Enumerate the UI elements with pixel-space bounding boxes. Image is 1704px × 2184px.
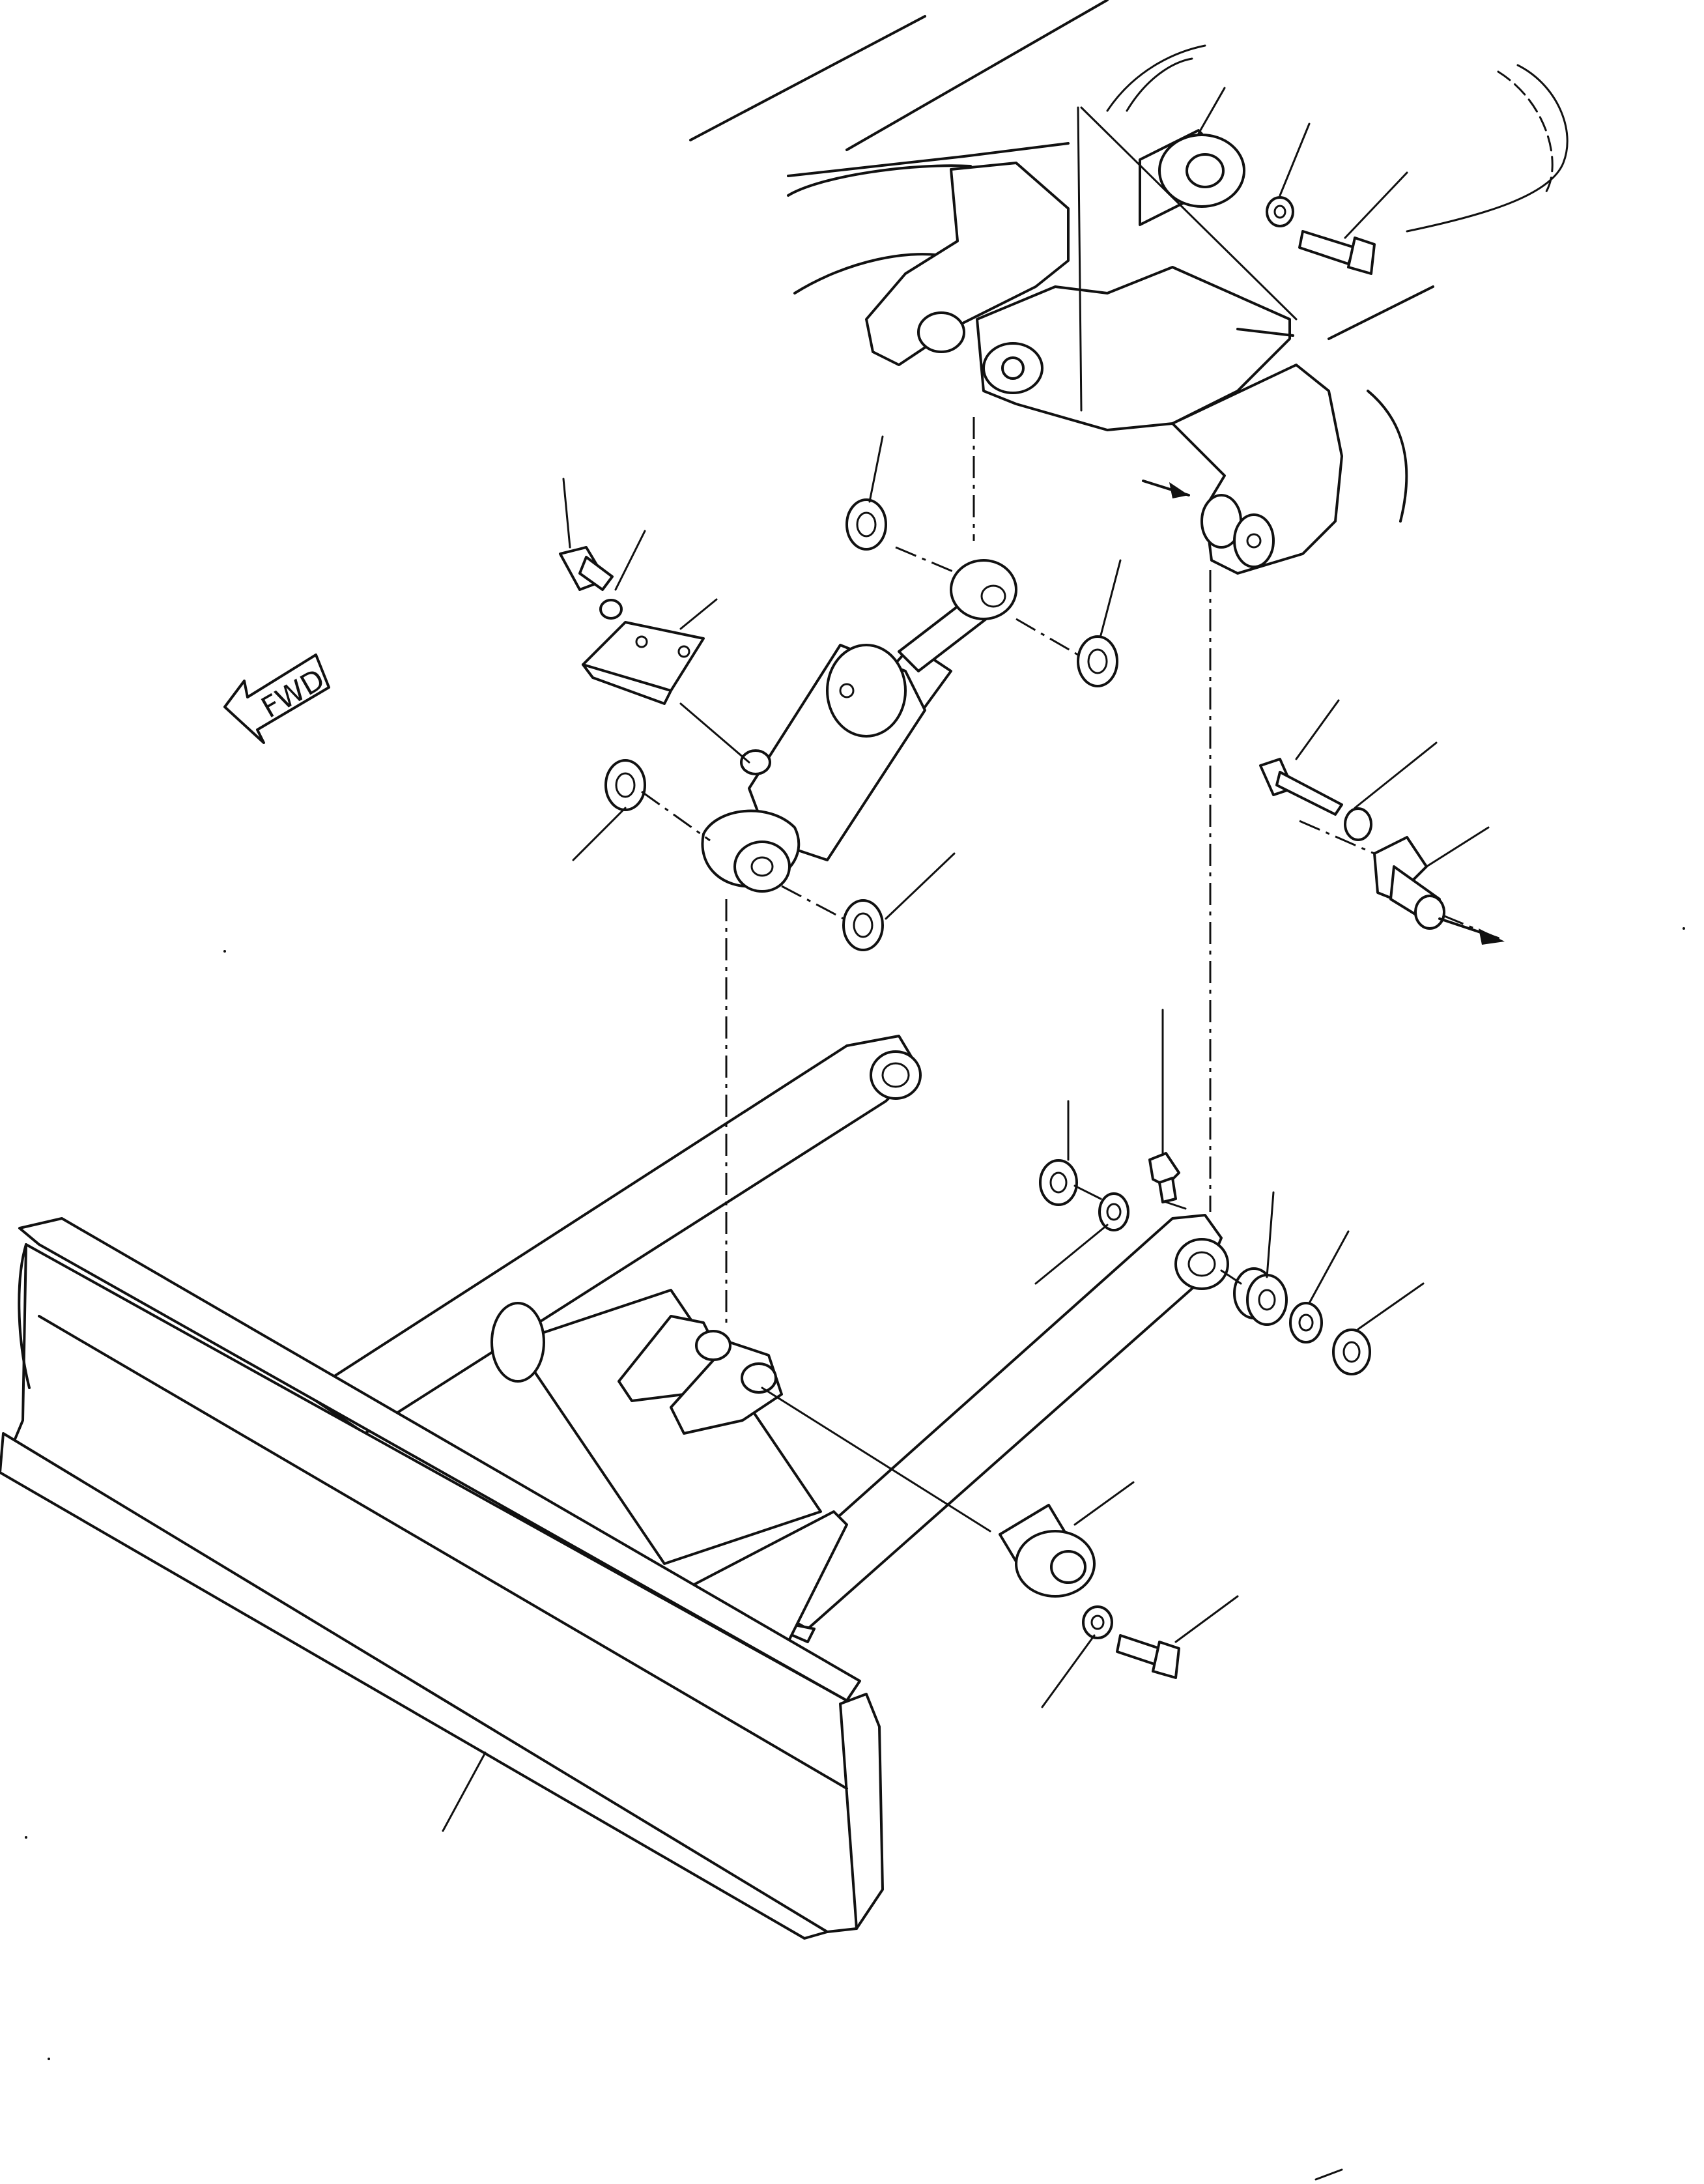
bushing [1233, 1267, 1288, 1326]
bolt [1116, 1634, 1180, 1679]
washer [1039, 1159, 1078, 1206]
washer [599, 599, 623, 620]
leader-lines [442, 87, 1490, 1832]
blade-frame [305, 1035, 1229, 1656]
cylinder-pin [999, 1504, 1096, 1598]
washer [604, 759, 646, 811]
bolt [559, 546, 614, 591]
forward-direction-indicator: FWD [223, 654, 330, 744]
washer [1082, 1605, 1113, 1639]
washer [1077, 635, 1118, 687]
shim [1289, 1302, 1323, 1343]
washer [845, 498, 887, 551]
washer [1332, 1329, 1371, 1375]
alignment-lines [641, 106, 1499, 1532]
washer [1266, 196, 1294, 227]
swing-bracket [865, 162, 1343, 575]
shim [1098, 1192, 1129, 1231]
machine-body-outline [689, 0, 1569, 523]
bolt [1298, 230, 1376, 275]
cylinder-pin [1373, 836, 1445, 930]
grease-fitting [1148, 1152, 1180, 1203]
bolt [1259, 758, 1343, 816]
direction-arrow [1142, 480, 1505, 945]
hydraulic-cylinder [701, 559, 1017, 893]
washer [842, 899, 884, 951]
blade [0, 1217, 884, 1940]
frame-pivot-pin [1139, 129, 1245, 226]
washer [1344, 807, 1372, 841]
bracket-plate [582, 621, 705, 705]
